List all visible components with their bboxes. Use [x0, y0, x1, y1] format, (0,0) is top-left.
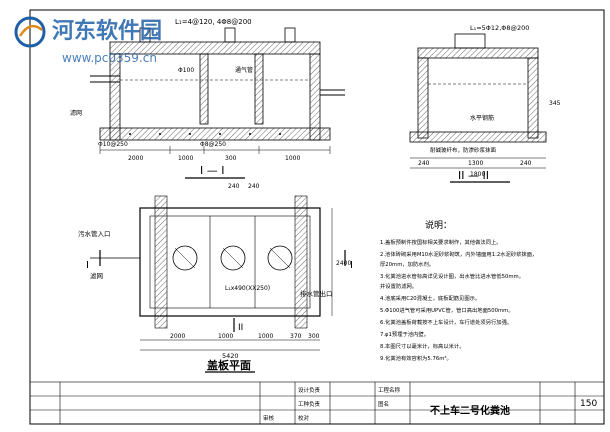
section-1-1-dim-0: 2000: [128, 155, 143, 162]
watermark-url: www.pc0359.cn: [62, 51, 157, 65]
section-2-2-caption: II — II: [458, 169, 489, 182]
note-item: 厚20mm，加防水剂。: [380, 260, 434, 268]
notes-heading: 说明：: [425, 219, 452, 231]
section-2-2: [409, 33, 547, 183]
title-block-row2-0: 工种负责: [298, 400, 321, 408]
section-2-2-side: 345: [549, 100, 561, 107]
section-1-1-left-label: 滤网: [70, 109, 82, 117]
title-block-row3-1: 校对: [298, 414, 310, 422]
title-block-row1-0: 设计负责: [298, 386, 321, 394]
plan-outlet: 排水管出口: [300, 289, 333, 298]
note-item: 并设置防滤网。: [380, 282, 417, 290]
plan-marker-i-right: I: [350, 260, 353, 271]
section-1-1-top-dim: L₁=4@120, 4Φ8@200: [175, 18, 252, 26]
title-block-sheet-no: 150: [580, 399, 597, 409]
section-1-1-bottom-rebar: Φ10@250: [98, 141, 128, 148]
plan-dim-top-0: 240: [228, 183, 240, 190]
plan-dim-bottom-1: 1000: [218, 333, 233, 340]
section-1-1-vent: 通气管: [235, 66, 253, 74]
section-1-1-caption: I — I: [200, 164, 224, 177]
section-2-2-total: 1800: [470, 171, 485, 178]
section-2-2-dim-2: 240: [520, 160, 532, 167]
plan-dim-bottom-0: 2000: [170, 333, 185, 340]
section-1-1-pipe: Φ100: [178, 67, 194, 74]
plan-view: [90, 195, 346, 373]
note-item: 1.盖板预制件按国标相关要求制作，其他做法同上。: [380, 238, 502, 246]
title-block-row3-0: 审核: [263, 414, 275, 422]
note-item: 5.Φ100进气管可采用UPVC管，管口高出地面500mm。: [380, 306, 514, 314]
section-1-1-dim-1: 1000: [178, 155, 193, 162]
section-2-2-dim-1: 1300: [468, 160, 483, 167]
watermark-logo-icon: [14, 16, 46, 48]
section-1-1-dim-3: 1000: [285, 155, 300, 162]
plan-dim-bottom-3: 370: [290, 333, 302, 340]
section-2-2-top-dim: L₁=5Φ12,Φ8@200: [470, 24, 529, 32]
note-item: 9.化粪池有效容积为5.76m³。: [380, 354, 452, 362]
section-2-2-bottom-label: 耐碱玻纤布，防渗砂浆抹面: [430, 146, 497, 154]
section-2-2-inner-label: 水平钢筋: [470, 114, 494, 122]
plan-dim-top-1: 240: [248, 183, 260, 190]
section-1-1-bottom-rebar-2: Φ8@250: [200, 141, 226, 148]
title-block-row1-1: 工程名称: [378, 386, 401, 394]
plan-filter: 滤网: [90, 271, 103, 280]
note-item: 6.化粪池盖板荷载按不上车设计，车行道处须另行加强。: [380, 318, 512, 326]
section-2-2-dim-0: 240: [418, 160, 430, 167]
section-1-1: [90, 27, 345, 179]
section-1-1-dim-2: 300: [225, 155, 237, 162]
note-item: 3.化粪池进水管标高详见设计图，出水管比进水管低50mm，: [380, 272, 524, 280]
title-block-title: 不上车二号化粪池: [430, 404, 510, 417]
note-item: 2.池体砖砌采用M10水泥砂浆砌筑，内外墙面用1:2水泥砂浆抹面，: [380, 250, 537, 258]
plan-hole-label: L₁x490(XX250): [225, 285, 270, 292]
plan-dim-bottom-4: 300: [308, 333, 320, 340]
watermark-title: 河东软件园: [52, 18, 162, 44]
plan-side-dim: 2400: [336, 260, 351, 267]
note-item: 7.φ1预埋于池内壁。: [380, 330, 429, 338]
plan-marker-i-left: I: [86, 260, 89, 271]
plan-caption: 盖板平面: [207, 358, 251, 372]
title-block: [29, 381, 605, 425]
plan-total: 5420: [222, 352, 239, 360]
note-item: 8.本图尺寸以毫米计，标高以米计。: [380, 342, 465, 350]
plan-dim-bottom-2: 1000: [258, 333, 273, 340]
plan-inlet: 污水管入口: [78, 229, 111, 238]
plan-marker-ii: II: [238, 323, 243, 333]
title-block-row2-1: 图名: [378, 400, 389, 408]
note-item: 4.池底采用C20混凝土，底板配筋见图示。: [380, 294, 480, 302]
